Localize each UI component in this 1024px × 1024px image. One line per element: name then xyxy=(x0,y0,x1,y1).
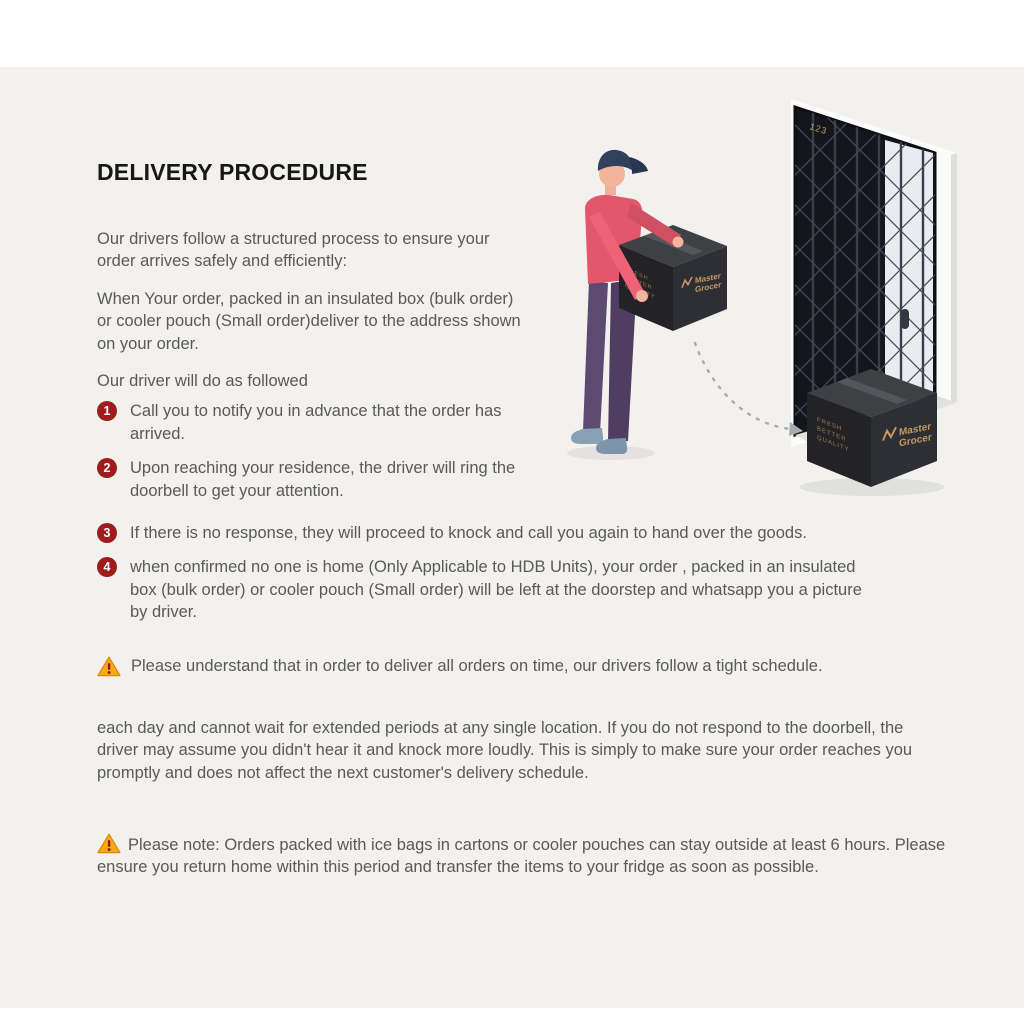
warning-icon xyxy=(97,833,121,853)
step-4-badge: 4 xyxy=(97,557,117,577)
person-arms xyxy=(589,203,684,302)
step-1-text: Call you to notify you in advance that t… xyxy=(130,402,502,443)
person-leg xyxy=(583,281,608,433)
warning-1-text: Please understand that in order to deliv… xyxy=(131,657,823,675)
person-cap xyxy=(597,149,633,171)
step-1-badge: 1 xyxy=(97,401,117,421)
warning-icon xyxy=(97,656,121,677)
step-1: 1 Call you to notify you in advance that… xyxy=(97,400,540,445)
step-3-badge: 3 xyxy=(97,523,117,543)
step-4: 4 when confirmed no one is home (Only Ap… xyxy=(97,556,877,624)
body-paragraph: each day and cannot wait for extended pe… xyxy=(97,718,913,782)
warning-row-1: Please understand that in order to deliv… xyxy=(97,655,997,678)
person-shoe xyxy=(571,428,604,444)
step-4-text: when confirmed no one is home (Only Appl… xyxy=(130,558,862,621)
step-3: 3 If there is no response, they will pro… xyxy=(97,522,987,545)
door-handle xyxy=(901,309,909,329)
intro-paragraph-3: Our driver will do as followed xyxy=(97,371,308,390)
warning-paragraph-2: Please note: Orders packed with ice bags… xyxy=(97,833,965,879)
held-package-box: Master Grocer FRESH BETTER QUALITY xyxy=(619,225,727,331)
doorstep-package-box: Master Grocer FRESH BETTER QUALITY xyxy=(800,369,944,496)
step-3-text: If there is no response, they will proce… xyxy=(130,524,807,542)
intro-paragraph-2: When Your order, packed in an insulated … xyxy=(97,289,521,353)
page-title: DELIVERY PROCEDURE xyxy=(97,159,368,186)
person-leg xyxy=(608,279,637,441)
step-2-text: Upon reaching your residence, the driver… xyxy=(130,459,516,500)
dashed-arrow xyxy=(693,341,803,436)
step-2-badge: 2 xyxy=(97,458,117,478)
step-2: 2 Upon reaching your residence, the driv… xyxy=(97,457,517,502)
person-shoe xyxy=(596,438,628,454)
warning-2-text: Please note: Orders packed with ice bags… xyxy=(97,835,946,877)
delivery-illustration: 123 Master Grocer FRESH BETTER QUAL xyxy=(567,99,957,496)
intro-paragraph-1: Our drivers follow a structured process … xyxy=(97,229,490,271)
